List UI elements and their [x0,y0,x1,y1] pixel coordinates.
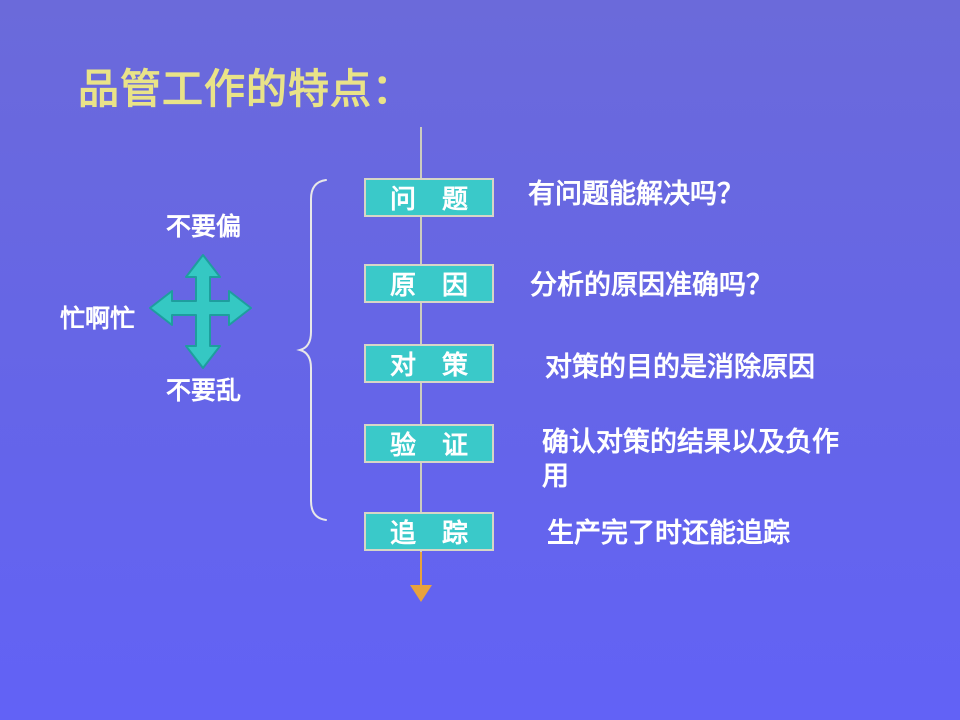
flow-box-problem-label: 问 题 [389,185,468,214]
label-no-deviation: 不要偏 [166,214,242,241]
flow-note-cause-text: 分析的原因准确吗？ [530,270,773,300]
flow-box-cause-label: 原 因 [389,271,468,300]
flow-box-countermeasure: 对 策 [364,344,494,383]
flow-box-cause: 原 因 [364,264,494,303]
label-no-chaos: 不要乱 [166,378,242,405]
flow-box-verification: 验 证 [364,424,494,463]
flow-note-verification-text-line1: 确认对策的结果以及负作 [542,427,839,457]
slide-title: 品管工作的特点： [78,66,414,112]
flow-box-verification-label: 验 证 [389,431,468,460]
flow-note-countermeasure-text: 对策的目的是消除原因 [545,352,815,382]
flow-box-problem: 问 题 [364,178,494,217]
flow-note-problem-text: 有问题能解决吗？ [528,179,744,209]
label-busy: 忙啊忙 [60,306,136,333]
flow-note-verification-text-line2: 用 [542,461,569,491]
flow-box-tracking-label: 追 踪 [389,519,468,548]
flow-box-tracking: 追 踪 [364,512,494,551]
down-arrow-icon [410,585,432,602]
four-way-arrow-icon [149,254,252,369]
flow-note-problem: 有问题能解决吗？ [528,177,744,211]
flow-note-verification: 确认对策的结果以及负作 用 [542,425,839,493]
flow-note-countermeasure: 对策的目的是消除原因 [545,350,815,384]
flow-note-tracking-text: 生产完了时还能追踪 [547,518,790,548]
flow-note-tracking: 生产完了时还能追踪 [547,516,790,550]
flow-box-countermeasure-label: 对 策 [389,351,468,380]
curly-brace [296,179,327,521]
flow-note-cause: 分析的原因准确吗？ [530,268,773,302]
flow-connector-line [420,127,422,552]
flow-connector-orange-segment [420,552,422,586]
